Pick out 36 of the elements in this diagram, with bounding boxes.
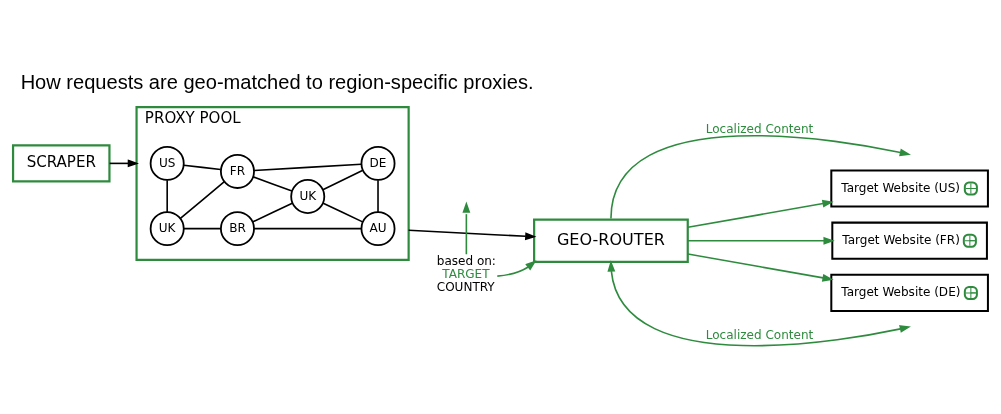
- node-box: GEO-ROUTER: [533, 218, 689, 263]
- connector: [179, 180, 226, 219]
- node-box: Target Website (FR): [831, 221, 988, 260]
- arrow: [610, 134, 911, 219]
- arrow: [407, 228, 537, 240]
- node-box: Target Website (DE): [830, 273, 989, 312]
- connector: [252, 175, 293, 192]
- node-circle: US: [149, 145, 185, 181]
- arrow: [687, 236, 835, 245]
- connector: [253, 163, 363, 171]
- arrow: [687, 252, 834, 282]
- node-text: based on: TARGET COUNTRY: [436, 253, 496, 294]
- arrow: [108, 158, 139, 167]
- node-circle: UK: [149, 210, 185, 246]
- arrow: [462, 201, 471, 255]
- node-circle: UK: [290, 178, 326, 214]
- node-circle: DE: [360, 145, 396, 181]
- node-box: SCRAPER: [11, 143, 111, 183]
- node-box: Target Website (US): [830, 168, 989, 208]
- diagram-title: How requests are geo-matched to region-specific proxies.: [20, 70, 534, 93]
- connector: [322, 168, 364, 190]
- arrow: [687, 199, 834, 228]
- arrow: [496, 259, 537, 277]
- connector: [377, 178, 379, 213]
- edge-label: Localized Content: [705, 327, 814, 342]
- connector: [166, 178, 168, 213]
- connector: [252, 202, 294, 223]
- node-circle: AU: [360, 210, 396, 246]
- connector: [183, 227, 222, 229]
- connector: [322, 202, 364, 223]
- node-circle: BR: [220, 210, 255, 246]
- arrow: [607, 259, 911, 346]
- edge-label: Localized Content: [705, 121, 814, 136]
- connector: [253, 227, 363, 229]
- connector: [182, 163, 222, 170]
- node-circle: FR: [220, 153, 255, 189]
